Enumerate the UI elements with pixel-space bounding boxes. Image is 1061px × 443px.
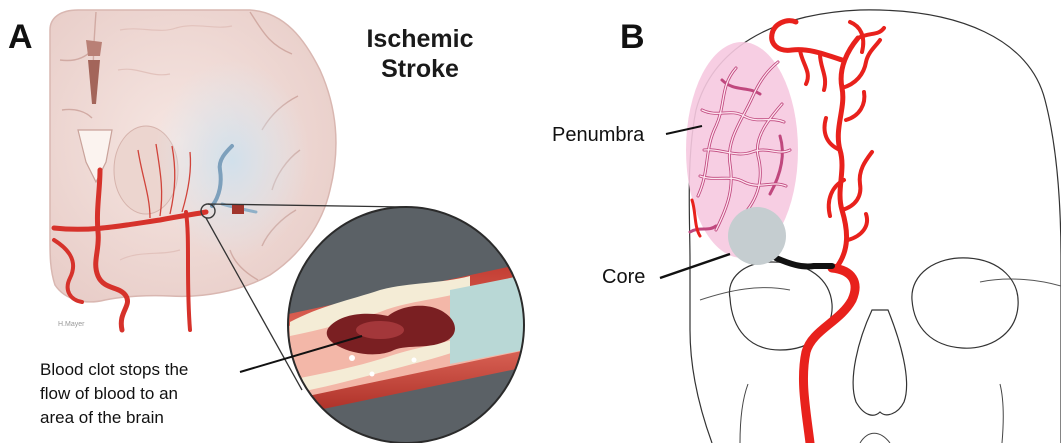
panel-a-caption: Blood clot stops the flow of blood to an… xyxy=(40,358,260,430)
penumbra-label: Penumbra xyxy=(552,124,644,147)
panel-a-letter: A xyxy=(8,18,33,57)
nasal-cavity xyxy=(853,310,906,415)
caption-line1: Blood clot stops the xyxy=(40,358,260,382)
panel-a-title: Ischemic Stroke xyxy=(340,24,500,84)
caption-line2: flow of blood to an xyxy=(40,382,260,406)
panel-a-title-line1: Ischemic xyxy=(340,24,500,54)
panel-b-letter: B xyxy=(620,18,645,57)
occluded-artery-segment xyxy=(776,258,832,267)
artist-signature: H.Mayer xyxy=(58,321,84,328)
right-eye-socket xyxy=(912,258,1018,348)
caption-line3: area of the brain xyxy=(40,406,260,430)
infarct-core xyxy=(728,207,786,265)
ischemic-region xyxy=(154,60,310,260)
core-pointer-line xyxy=(660,254,730,278)
panel-b-illustration xyxy=(660,10,1061,443)
magnified-artery-lens xyxy=(270,200,550,443)
panel-a-title-line2: Stroke xyxy=(340,54,500,84)
core-label: Core xyxy=(602,266,645,289)
